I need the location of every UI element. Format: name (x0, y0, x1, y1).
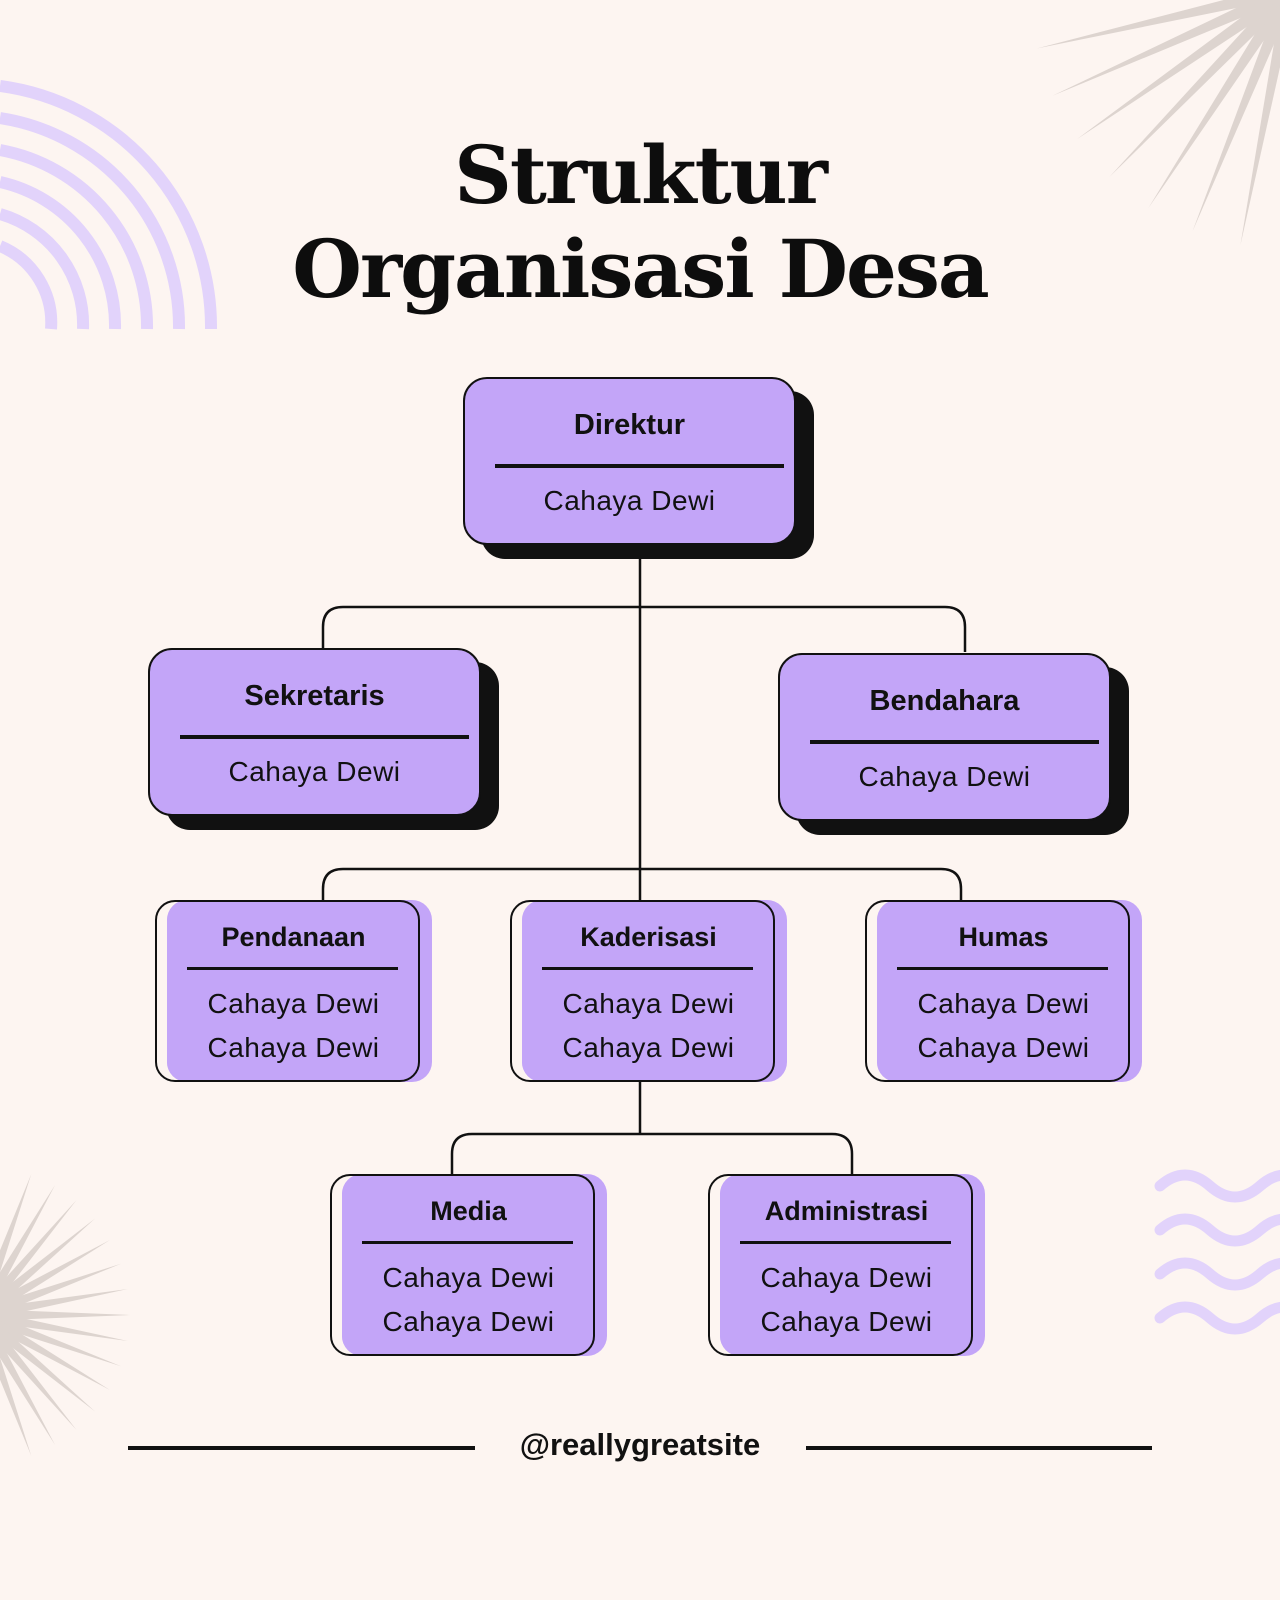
starburst-spike (0, 1200, 77, 1299)
starburst-spike (0, 1320, 110, 1390)
node-name: Cahaya Dewi (562, 988, 735, 1019)
node-direktur: Direktur Cahaya Dewi (463, 377, 814, 559)
footer-handle[interactable]: @reallygreatsite (519, 1427, 761, 1462)
connector-level3 (450, 1132, 854, 1174)
starburst-spike (0, 1325, 95, 1412)
connector-level1 (321, 605, 967, 652)
node-name: Cahaya Dewi (760, 1262, 933, 1293)
node-humas: Humas Cahaya Dewi Cahaya Dewi (865, 900, 1142, 1082)
node-pendanaan: Pendanaan Cahaya Dewi Cahaya Dewi (155, 900, 432, 1082)
node-role: Media (430, 1196, 507, 1226)
divider (740, 1241, 951, 1244)
divider (542, 967, 753, 970)
divider (180, 735, 469, 739)
node-sekretaris: Sekretaris Cahaya Dewi (148, 648, 499, 830)
starburst-spike (1036, 0, 1276, 49)
starburst-spike (0, 1340, 55, 1445)
node-name: Cahaya Dewi (562, 1032, 735, 1063)
starburst-spike (1240, 7, 1280, 246)
node-role: Humas (958, 922, 1049, 952)
starburst-icon (0, 1174, 130, 1456)
starburst-spike (0, 1313, 128, 1342)
node-role: Direktur (573, 409, 686, 441)
starburst-spike (1192, 0, 1280, 232)
node-name: Cahaya Dewi (543, 485, 716, 516)
starburst-spike (0, 1263, 121, 1314)
node-name: Cahaya Dewi (382, 1306, 555, 1337)
node-name: Cahaya Dewi (207, 988, 380, 1019)
footer-line-right (806, 1446, 1152, 1450)
node-role: Kaderisasi (580, 922, 717, 952)
node-role: Sekretaris (244, 680, 385, 712)
starburst-spike (1052, 0, 1280, 96)
starburst-spike (1148, 0, 1280, 209)
starburst-spike (1077, 0, 1280, 140)
divider (495, 464, 784, 468)
divider (187, 967, 398, 970)
node-role: Bendahara (869, 685, 1020, 717)
node-name: Cahaya Dewi (228, 756, 401, 787)
title-line-2: Organisasi Desa (292, 222, 989, 316)
divider (810, 740, 1099, 744)
starburst-icon (1036, 0, 1280, 246)
starburst-spike (0, 1218, 95, 1305)
starburst-spike (0, 1357, 32, 1456)
divider (897, 967, 1108, 970)
node-name: Cahaya Dewi (207, 1032, 380, 1063)
node-name: Cahaya Dewi (382, 1262, 555, 1293)
node-name: Cahaya Dewi (858, 761, 1031, 792)
wave-lines-icon (1154, 1169, 1280, 1335)
connector-level2 (321, 867, 963, 900)
node-media: Media Cahaya Dewi Cahaya Dewi (330, 1174, 607, 1356)
starburst-spike (0, 1331, 77, 1430)
starburst-spike (0, 1309, 130, 1321)
node-name: Cahaya Dewi (760, 1306, 933, 1337)
title-line-1: Struktur (454, 128, 828, 222)
node-kaderisasi: Kaderisasi Cahaya Dewi Cahaya Dewi (510, 900, 787, 1082)
divider (362, 1241, 573, 1244)
page-title: Struktur Organisasi Desa (0, 128, 1280, 316)
starburst-spike (0, 1288, 128, 1317)
node-role: Pendanaan (221, 922, 366, 952)
starburst-spike (0, 1316, 121, 1367)
starburst-spike (1109, 0, 1280, 178)
node-name: Cahaya Dewi (917, 988, 1090, 1019)
node-role: Administrasi (764, 1196, 929, 1226)
footer-line-left (128, 1446, 475, 1450)
concentric-arcs-icon (0, 80, 218, 330)
starburst-spike (0, 1174, 32, 1273)
node-name: Cahaya Dewi (917, 1032, 1090, 1063)
node-administrasi: Administrasi Cahaya Dewi Cahaya Dewi (708, 1174, 985, 1356)
starburst-spike (0, 1185, 55, 1290)
node-bendahara: Bendahara Cahaya Dewi (778, 653, 1129, 835)
